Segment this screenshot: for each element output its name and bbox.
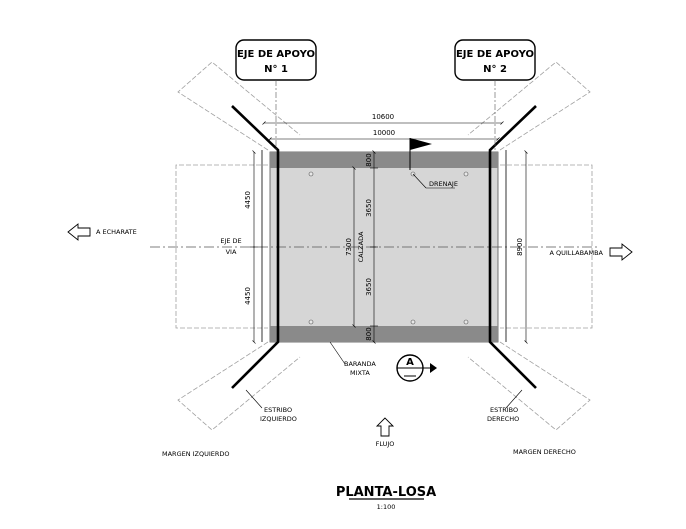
dim-3650-bottom: 3650 — [365, 278, 373, 296]
dim-7300: 7300 — [345, 238, 353, 256]
support-axis-1: EJE DE APOYO N° 1 — [235, 39, 317, 150]
right-abutment-label-1: ESTRIBO — [490, 406, 518, 414]
dim-right-total: 8900 — [516, 150, 528, 344]
dim-left-halves — [250, 150, 258, 344]
dim-overall-width: 10600 — [262, 113, 504, 125]
drainage-flag-icon — [409, 138, 455, 189]
axis-tag-2-line1: EJE DE APOYO — [456, 49, 534, 60]
left-abutment-label-2: IZQUIERDO — [260, 415, 297, 423]
abutment-leaders — [245, 389, 523, 409]
left-abutment-label-1: ESTRIBO — [264, 406, 292, 414]
railing-label-1: BARANDA — [344, 360, 376, 368]
to-echarate-label: A ECHARATE — [96, 228, 137, 236]
railing-leader — [329, 341, 346, 365]
to-quillabamba-label: A QUILLABAMBA — [549, 249, 603, 257]
arrow-left-icon — [67, 223, 91, 241]
abutment-lines — [231, 105, 537, 389]
abutment-inner-lines — [261, 150, 507, 342]
road-axis-label-2: VIA — [226, 248, 237, 256]
dim-4450-top: 4450 — [244, 191, 252, 209]
wing-wall-outlines — [175, 61, 593, 431]
right-abutment-label-2: DERECHO — [487, 415, 519, 423]
section-mark-label: A — [406, 357, 414, 368]
flow-label: FLUJO — [376, 440, 395, 448]
dim-deck-width: 10000 — [268, 129, 500, 141]
dim-8900: 8900 — [516, 238, 524, 256]
dim-800-top: 800 — [365, 153, 373, 166]
flow-arrow-icon — [375, 417, 395, 437]
road-axis-label-1: EJE DE — [220, 237, 241, 245]
dim-800-bottom: 800 — [365, 327, 373, 340]
support-axis-2: EJE DE APOYO N° 2 — [454, 39, 536, 150]
section-marker-icon — [396, 354, 437, 382]
top-railing-strip — [270, 152, 498, 168]
dim-4450-bottom: 4450 — [244, 287, 252, 305]
railing-label-2: MIXTA — [350, 369, 370, 377]
arrow-right-icon — [609, 243, 633, 261]
drainage-label: DRENAJE — [429, 180, 458, 188]
dim-inner-deck — [352, 150, 378, 344]
roadway-label: CALZADA — [357, 231, 365, 262]
axis-tag-2-line2: N° 2 — [483, 64, 507, 75]
bottom-railing-strip — [270, 326, 498, 342]
left-bank-label: MARGEN IZQUIERDO — [162, 450, 230, 458]
dim-10600: 10600 — [372, 113, 394, 121]
drawing-scale: 1:100 — [377, 503, 396, 511]
axis-tag-1-line1: EJE DE APOYO — [237, 49, 315, 60]
drawing-title: PLANTA-LOSA — [336, 485, 436, 500]
right-bank-label: MARGEN DERECHO — [513, 448, 576, 456]
axis-tag-1-line2: N° 1 — [264, 64, 288, 75]
dim-10000: 10000 — [373, 129, 395, 137]
dim-3650-top: 3650 — [365, 199, 373, 217]
